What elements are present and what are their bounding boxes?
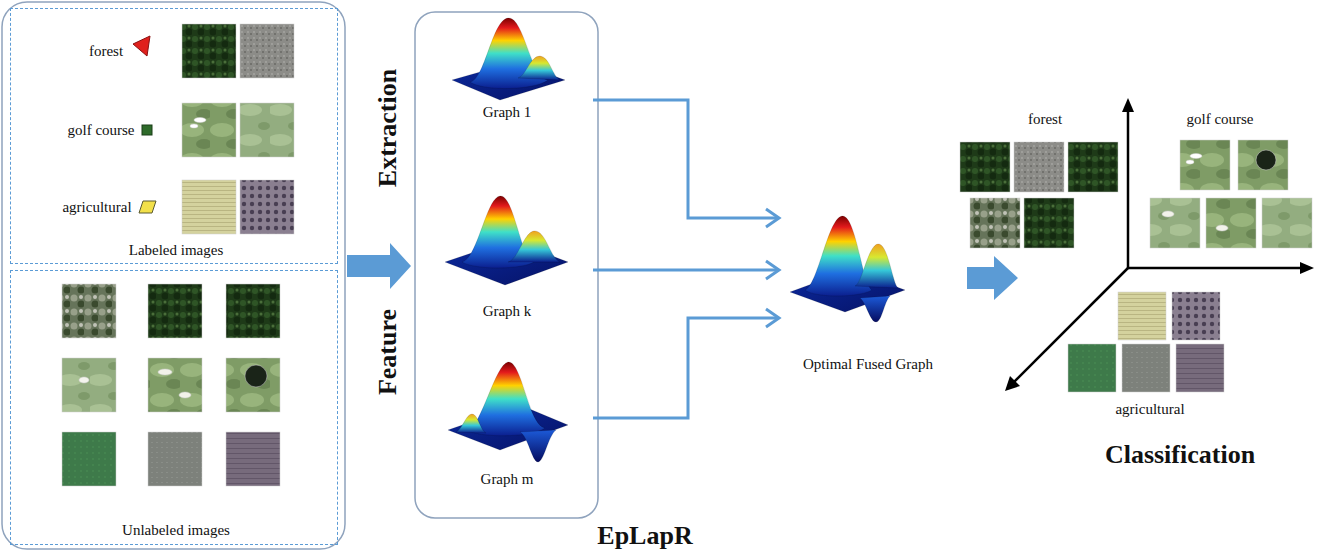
feature-arrow — [347, 243, 411, 289]
image-thumbnail — [1190, 154, 1202, 159]
axis — [1300, 262, 1314, 274]
text-label: Graph m — [481, 471, 534, 488]
graph-surface — [508, 231, 560, 262]
graph-surface — [860, 296, 890, 322]
caption-label: Feature — [373, 309, 403, 395]
connector-arrow — [967, 256, 1018, 300]
image-thumbnail — [1024, 198, 1074, 248]
image-thumbnail — [1206, 198, 1256, 248]
text-label: forest — [89, 43, 123, 60]
image-thumbnail — [960, 142, 1010, 192]
fused-graph-node: Optimal Fused Graph — [780, 200, 965, 380]
image-thumbnail — [240, 24, 294, 78]
arrow-head — [766, 261, 779, 279]
image-thumbnail — [1162, 211, 1174, 217]
image-thumbnail — [182, 180, 236, 234]
image-thumbnail — [1238, 140, 1288, 190]
connector-arrow — [593, 100, 779, 227]
image-thumbnail — [226, 358, 280, 412]
feature-arrow — [347, 243, 411, 289]
axis — [1128, 267, 1304, 270]
axis — [1012, 268, 1128, 384]
image-thumbnail — [79, 377, 89, 383]
image-thumbnail — [240, 103, 294, 157]
text-label: agricultural — [62, 199, 131, 216]
caption-label: Extraction — [373, 69, 403, 187]
image-thumbnail — [148, 284, 202, 338]
class-symbol — [133, 36, 150, 56]
axis — [1127, 108, 1130, 268]
arrow-head — [766, 209, 779, 227]
caption-label: EpLapR — [597, 521, 692, 551]
text-label: Unlabeled images — [122, 522, 230, 539]
class-symbol — [139, 201, 156, 213]
image-thumbnail — [1014, 142, 1064, 192]
graph-surface — [518, 56, 560, 80]
connector-line — [593, 269, 779, 272]
connector-arrow — [593, 309, 779, 418]
image-thumbnail — [1122, 344, 1170, 392]
image-thumbnail — [194, 118, 206, 123]
image-thumbnail — [62, 24, 1312, 486]
image-thumbnail — [182, 24, 236, 78]
connector-arrow — [593, 261, 779, 279]
heading-label: Classification — [1105, 440, 1255, 470]
image-thumbnail — [1150, 198, 1200, 248]
panel-outline — [2, 2, 345, 549]
image-thumbnail — [182, 103, 236, 157]
graph-surface — [456, 414, 486, 433]
image-thumbnail — [1118, 292, 1166, 340]
image-thumbnail — [1256, 150, 1276, 170]
graph-surface — [445, 18, 905, 462]
graph-node: Graph 1 — [420, 12, 593, 127]
image-thumbnail — [1180, 140, 1230, 190]
image-group-box: Unlabeled images — [10, 270, 338, 545]
text-label: Graph 1 — [483, 104, 532, 121]
image-thumbnail — [62, 358, 116, 412]
image-thumbnail — [190, 124, 198, 128]
text-label: forest — [1028, 111, 1062, 128]
text-label: Graph k — [483, 303, 532, 320]
image-thumbnail — [1176, 344, 1224, 392]
graph-surface — [855, 244, 898, 288]
text-label: Optimal Fused Graph — [803, 356, 933, 373]
image-thumbnail — [240, 180, 294, 234]
image-thumbnail — [226, 284, 280, 338]
axis — [1005, 98, 1314, 391]
image-thumbnail — [226, 432, 280, 486]
connector-line — [593, 100, 779, 218]
connector-arrow — [967, 256, 1018, 300]
class-symbol — [142, 125, 152, 135]
image-thumbnail — [1068, 142, 1118, 192]
panel-outline — [2, 2, 598, 549]
axis — [1122, 98, 1134, 112]
image-thumbnail — [158, 369, 172, 375]
image-thumbnail — [179, 392, 191, 398]
axis — [1005, 376, 1020, 391]
image-thumbnail — [1172, 292, 1220, 340]
classification-space: forest golf course agriculturalClassificat… — [1020, 95, 1316, 475]
image-thumbnail — [1068, 344, 1116, 392]
text-label: agricultural — [1115, 401, 1184, 418]
image-thumbnail — [1216, 225, 1228, 231]
image-thumbnail — [62, 432, 116, 486]
text-label: Labeled images — [129, 242, 224, 259]
image-thumbnail — [148, 358, 202, 412]
text-label: golf course — [67, 122, 134, 139]
graph-node: Graph m — [420, 345, 593, 495]
panel-outline — [415, 12, 598, 518]
text-label: golf course — [1186, 111, 1253, 128]
arrow-head — [766, 309, 779, 327]
image-thumbnail — [1262, 198, 1312, 248]
graph-surface — [520, 430, 556, 462]
image-thumbnail — [148, 432, 202, 486]
image-thumbnail — [62, 284, 116, 338]
graph-node: Graph k — [420, 185, 593, 325]
image-thumbnail — [245, 365, 267, 387]
connector-line — [593, 318, 779, 418]
image-thumbnail — [1186, 160, 1194, 164]
image-thumbnail — [970, 198, 1020, 248]
image-group-box: forest golf course agriculturalLabeled ima… — [10, 8, 338, 264]
class-symbol — [133, 36, 156, 213]
